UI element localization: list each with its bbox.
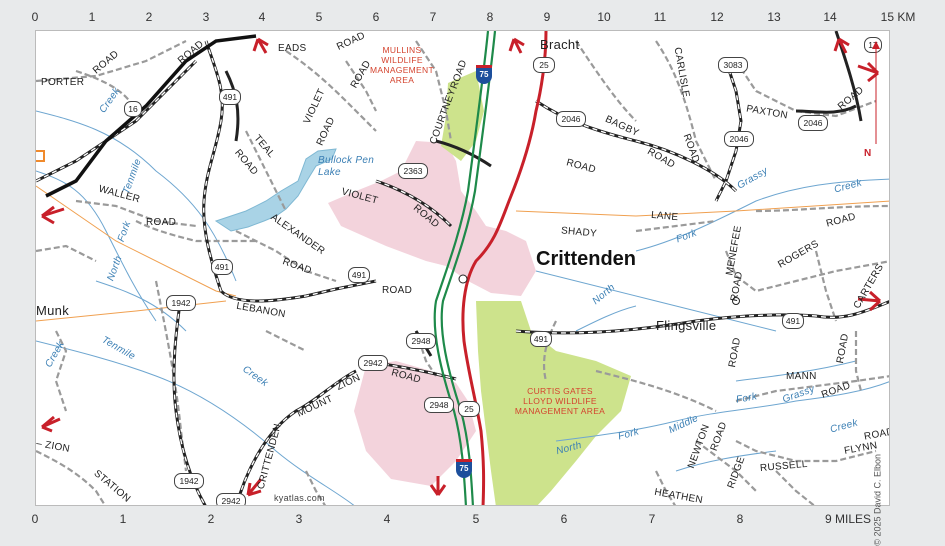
mile-tick: 9 MILES — [824, 512, 872, 526]
mile-tick: 5 — [472, 512, 480, 526]
mile-tick: 3 — [295, 512, 303, 526]
km-tick: 15 KM — [880, 10, 916, 24]
curtis-wma-label: CURTIS GATES LLOYD WILDLIFE MANAGEMENT A… — [514, 386, 606, 416]
km-tick: 5 — [315, 10, 323, 24]
wma-areas — [441, 71, 631, 505]
us-25-line — [461, 31, 548, 505]
road-label: ROAD — [382, 285, 413, 296]
km-tick: 7 — [429, 10, 437, 24]
mullins-wma-label: MULLINS WILDLIFE MANAGEMENT AREA — [370, 45, 434, 85]
km-tick: 8 — [486, 10, 494, 24]
km-tick: 3 — [202, 10, 210, 24]
boundary-line-sw — [36, 300, 227, 322]
km-tick: 6 — [372, 10, 380, 24]
map-canvas[interactable]: Bracht Crittenden Flingsville Munk MULLI… — [35, 30, 890, 506]
route-1942-shield: 1942 — [166, 295, 196, 311]
place-crittenden: Crittenden — [536, 248, 636, 270]
interstate-75-shield: 75 — [476, 65, 492, 84]
route-2942-shield: 2942 — [216, 493, 246, 505]
km-tick: 0 — [31, 10, 39, 24]
route-2363-shield: 2363 — [398, 163, 428, 179]
km-scale: 0 1 2 3 4 5 6 7 8 9 10 11 12 13 14 15 KM — [0, 0, 945, 30]
km-tick: 1 — [88, 10, 96, 24]
interstate-75-shield: 75 — [456, 459, 472, 478]
route-2942-shield: 2942 — [358, 355, 388, 371]
north-letter: N — [864, 148, 872, 159]
place-bracht: Bracht — [540, 37, 580, 52]
place-flingsville: Flingsville — [656, 318, 717, 333]
route-491-shield: 491 — [219, 89, 241, 105]
route-491-shield: 491 — [211, 259, 233, 275]
route-2046-shield: 2046 — [798, 115, 828, 131]
route-1942-shield: 1942 — [174, 473, 204, 489]
km-tick: 4 — [258, 10, 266, 24]
site-label: kyatlas.com — [274, 493, 325, 503]
km-tick: 9 — [543, 10, 551, 24]
mile-tick: 6 — [560, 512, 568, 526]
mile-tick: 2 — [207, 512, 215, 526]
route-2948-shield: 2948 — [424, 397, 454, 413]
km-tick: 11 — [653, 10, 667, 24]
route-3083-shield: 3083 — [718, 57, 748, 73]
porter-road-label: PORTER — [41, 77, 85, 88]
minor-roads — [36, 40, 889, 505]
north-arrow — [872, 41, 880, 144]
flingsville-dot — [732, 297, 740, 305]
route-16-shield: 16 — [124, 101, 142, 117]
place-munk: Munk — [36, 303, 69, 318]
mile-tick: 0 — [31, 512, 39, 526]
km-tick: 14 — [823, 10, 837, 24]
road-label: ROAD — [146, 217, 177, 228]
miles-scale: 0 1 2 3 4 5 6 7 8 9 MILES — [0, 506, 945, 536]
crittenden-dot — [458, 274, 468, 284]
route-2046-shield: 2046 — [556, 111, 586, 127]
mann-road-label: MANN — [786, 371, 817, 382]
us-25-shield: 25 — [533, 57, 555, 73]
mile-tick: 7 — [648, 512, 656, 526]
interstate-75-line — [433, 31, 497, 505]
route-491-shield: 491 — [348, 267, 370, 283]
us-25-shield: 25 — [458, 401, 480, 417]
km-tick: 12 — [710, 10, 724, 24]
route-2948-shield: 2948 — [406, 333, 436, 349]
route-491-shield: 491 — [530, 331, 552, 347]
lane-label: LANE — [650, 209, 679, 224]
mile-tick: 8 — [736, 512, 744, 526]
km-tick: 10 — [597, 10, 611, 24]
pink-land-areas — [328, 141, 536, 486]
map-drawing — [36, 31, 889, 505]
mile-tick: 1 — [119, 512, 127, 526]
bullock-pen-lake-label: Bullock Pen Lake — [318, 155, 375, 178]
km-tick: 13 — [767, 10, 781, 24]
mile-tick: 4 — [383, 512, 391, 526]
eads-road-label: EADS — [278, 43, 307, 54]
boundary-line-east — [515, 200, 889, 217]
route-2046-shield: 2046 — [724, 131, 754, 147]
orange-marker — [36, 150, 45, 162]
highway-northwest — [45, 34, 257, 198]
route-491-shield: 491 — [782, 313, 804, 329]
km-tick: 2 — [145, 10, 153, 24]
bullock-pen-lake — [214, 148, 337, 232]
